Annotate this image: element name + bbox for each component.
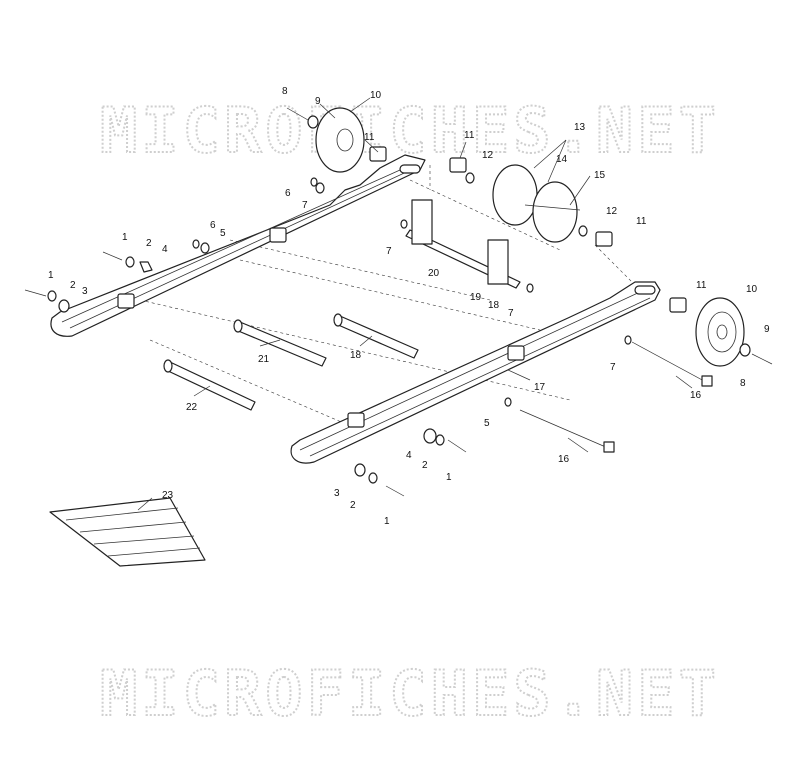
callout-23: 23	[162, 490, 174, 501]
callout-4: 4	[162, 244, 168, 255]
callout-1: 1	[384, 516, 390, 527]
callout-17: 17	[534, 382, 546, 393]
rail-block	[117, 293, 135, 309]
callout-4: 4	[406, 450, 412, 461]
callout-19: 19	[470, 292, 482, 303]
callout-18: 18	[350, 350, 362, 361]
callout-16: 16	[558, 454, 570, 465]
right-slide-rail	[290, 281, 661, 464]
callout-9: 9	[315, 96, 321, 107]
cross-shafts	[163, 199, 521, 411]
callout-labels: 8 9 10 11 6 7 11 12 13 14 15 12 11 6 5 7…	[48, 86, 770, 527]
callout-2: 2	[70, 280, 76, 291]
callout-11: 11	[364, 132, 375, 143]
callout-21: 21	[258, 354, 270, 365]
idler-wheels	[315, 107, 745, 367]
callout-2: 2	[350, 500, 356, 511]
rail-block	[269, 227, 287, 243]
callout-6: 6	[210, 220, 216, 231]
callout-3: 3	[82, 286, 88, 297]
callout-20: 20	[428, 268, 440, 279]
callout-2: 2	[422, 460, 428, 471]
hardware	[24, 107, 773, 497]
callout-5: 5	[484, 418, 490, 429]
watermark-bottom: MICROFICHES.NET	[100, 657, 720, 730]
track-clip-assembly	[49, 497, 206, 567]
callout-1: 1	[446, 472, 452, 483]
callout-2: 2	[146, 238, 152, 249]
callout-8: 8	[740, 378, 746, 389]
callout-7: 7	[610, 362, 616, 373]
assembly-guides	[139, 165, 641, 431]
callout-5: 5	[220, 228, 226, 239]
callout-14: 14	[556, 154, 568, 165]
callout-7: 7	[508, 308, 514, 319]
callout-15: 15	[594, 170, 606, 181]
callout-22: 22	[186, 402, 198, 413]
callout-18: 18	[488, 300, 500, 311]
callout-16: 16	[690, 390, 702, 401]
callout-8: 8	[282, 86, 288, 97]
callout-3: 3	[334, 488, 340, 499]
callout-9: 9	[764, 324, 770, 335]
left-slide-rail	[50, 154, 426, 337]
callout-10: 10	[746, 284, 758, 295]
callout-leaders	[137, 97, 693, 511]
callout-11: 11	[696, 280, 707, 291]
callout-7: 7	[302, 200, 308, 211]
callout-11: 11	[636, 216, 647, 227]
callout-10: 10	[370, 90, 382, 101]
callout-12: 12	[482, 150, 494, 161]
long-bolts	[519, 341, 713, 453]
callout-13: 13	[574, 122, 586, 133]
callout-12: 12	[606, 206, 618, 217]
callout-11: 11	[464, 130, 475, 141]
callout-1: 1	[48, 270, 54, 281]
callout-1: 1	[122, 232, 128, 243]
callout-6: 6	[285, 188, 291, 199]
callout-7: 7	[386, 246, 392, 257]
